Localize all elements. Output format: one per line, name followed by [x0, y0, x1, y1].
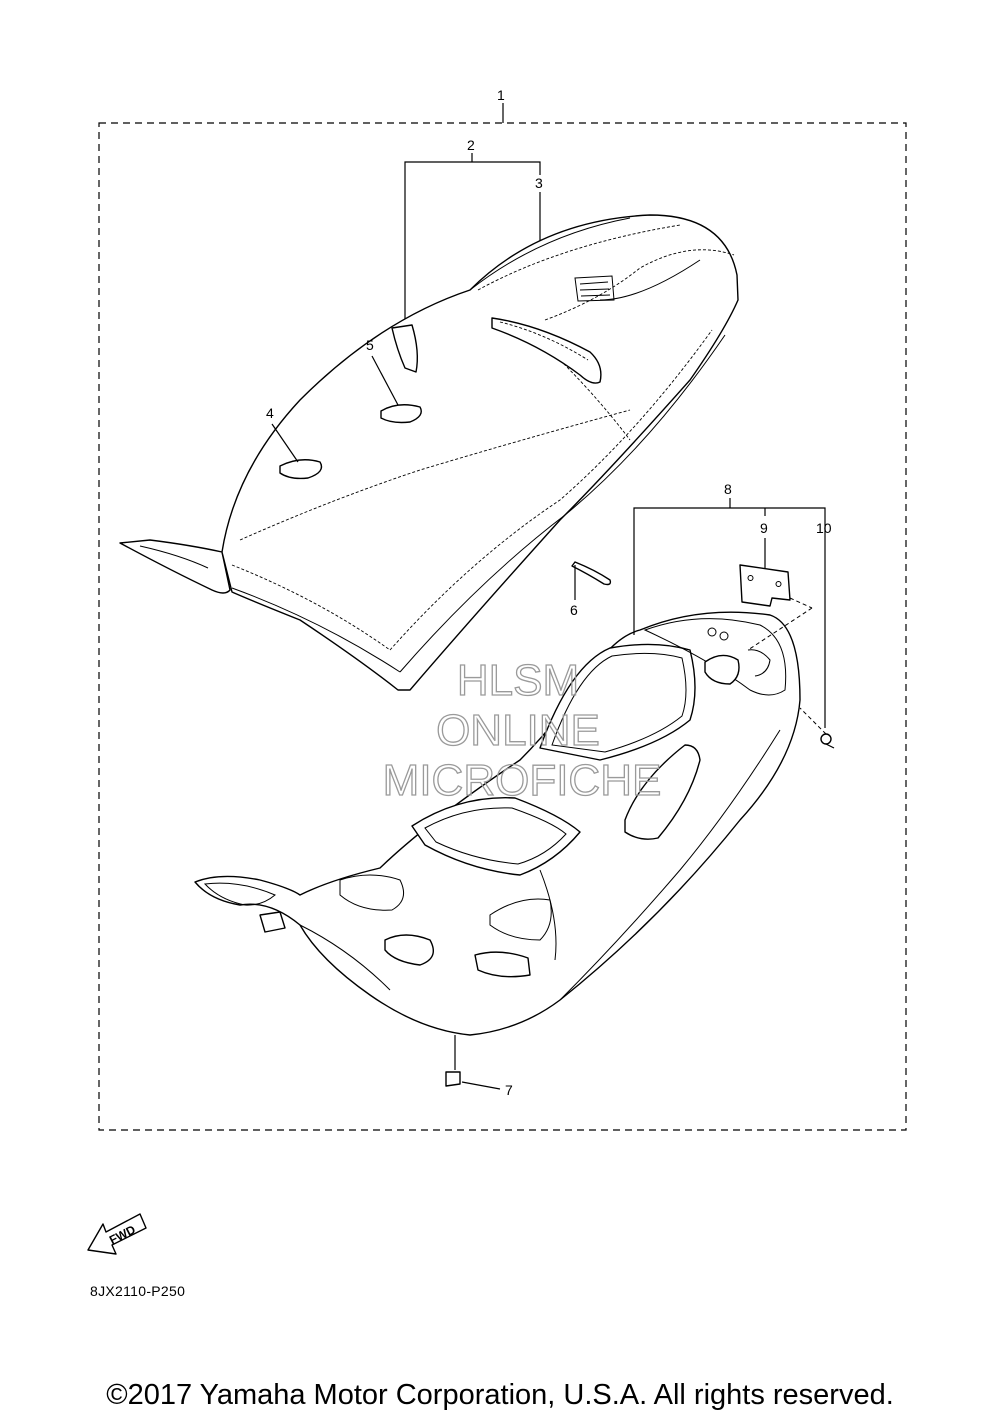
svg-text:5: 5	[366, 337, 374, 353]
seat-assembly	[119, 214, 739, 691]
svg-text:ONLINE: ONLINE	[436, 706, 600, 755]
svg-text:HLSM: HLSM	[457, 656, 579, 705]
callout-7[interactable]: 7	[445, 1035, 513, 1098]
callout-1[interactable]: 1	[497, 87, 505, 123]
assembly-boundary	[98, 122, 907, 1131]
callout-2[interactable]: 2	[404, 137, 541, 333]
svg-text:1: 1	[497, 87, 505, 103]
svg-text:MICROFICHE: MICROFICHE	[383, 756, 662, 805]
callout-9[interactable]: 9	[739, 520, 813, 651]
seat-bottom-assembly	[194, 611, 801, 1036]
copyright-notice: ©2017 Yamaha Motor Corporation, U.S.A. A…	[106, 1379, 894, 1411]
watermark: HLSM ONLINE MICROFICHE	[382, 655, 662, 805]
svg-text:7: 7	[505, 1082, 513, 1098]
svg-text:6: 6	[570, 602, 578, 618]
svg-text:10: 10	[816, 520, 832, 536]
callout-4[interactable]: 4	[266, 405, 299, 463]
callout-5[interactable]: 5	[366, 337, 399, 406]
svg-text:8: 8	[724, 481, 732, 497]
svg-text:2: 2	[467, 137, 475, 153]
callout-10[interactable]: 10	[799, 520, 835, 749]
svg-text:9: 9	[760, 520, 768, 536]
svg-text:4: 4	[266, 405, 274, 421]
callout-6[interactable]: 6	[570, 561, 612, 618]
seat-logo-patch	[574, 275, 615, 302]
callout-8[interactable]: 8	[633, 481, 826, 728]
svg-text:3: 3	[535, 175, 543, 191]
diagram-code: 8JX2110-P250	[90, 1283, 186, 1299]
fwd-arrow-icon: FWD	[87, 1213, 147, 1255]
